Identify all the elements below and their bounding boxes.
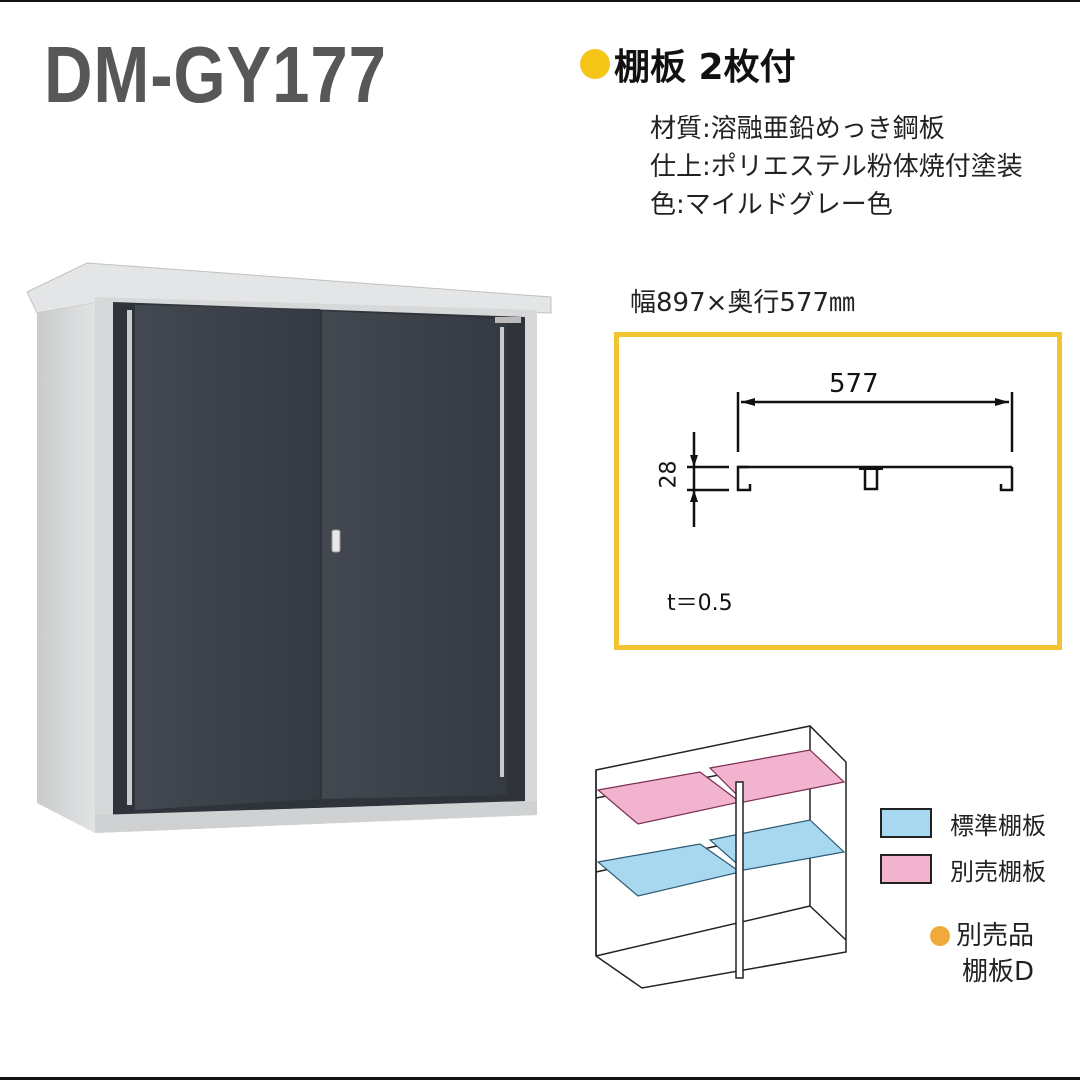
shelf-specs: 材質:溶融亜鉛めっき鋼板 仕上:ポリエステル粉体焼付塗装 色:マイルドグレー色 — [650, 110, 1023, 224]
standard-shelf-swatch-icon — [880, 808, 932, 838]
spec-color: 色:マイルドグレー色 — [650, 190, 893, 220]
shelf-heading-text: 棚板 2枚付 — [614, 47, 796, 88]
sold-separately-item: 棚板D — [961, 957, 1035, 987]
bullet-dot-icon — [930, 926, 950, 946]
thickness-label: t＝0.5 — [667, 591, 733, 616]
legend-label-optional: 別売棚板 — [950, 857, 1046, 886]
legend-item-standard: 標準棚板 — [880, 800, 1046, 846]
shelf-heading: 棚板 2枚付 — [580, 38, 796, 90]
height-dimension-label: 28 — [656, 460, 682, 489]
shelf-dimensions: 幅897×奥行577㎜ — [630, 288, 856, 318]
width-dimension-label: 577 — [829, 369, 879, 399]
sold-separately-note: 別売品 棚板D — [930, 918, 1034, 990]
shelf-cross-section-icon — [687, 392, 1014, 527]
top-border-line — [0, 0, 1080, 2]
shelf-profile-drawing: 577 28 t＝0.5 — [614, 332, 1062, 650]
spec-finish: 仕上:ポリエステル粉体焼付塗装 — [650, 152, 1023, 182]
optional-shelf-swatch-icon — [880, 854, 932, 884]
legend-label-standard: 標準棚板 — [950, 811, 1046, 840]
legend-item-optional: 別売棚板 — [880, 846, 1046, 892]
spec-material: 材質:溶融亜鉛めっき鋼板 — [650, 114, 945, 144]
storage-shed-image — [26, 262, 552, 833]
shelf-layout-diagram — [595, 725, 847, 989]
bottom-border-line — [0, 1077, 1080, 1080]
shelf-legend: 標準棚板 別売棚板 — [880, 800, 1046, 892]
model-title: DM-GY177 — [44, 30, 387, 119]
sold-separately-label: 別売品 — [956, 921, 1035, 951]
bullet-dot-icon — [580, 49, 610, 79]
door-handle — [331, 529, 341, 553]
